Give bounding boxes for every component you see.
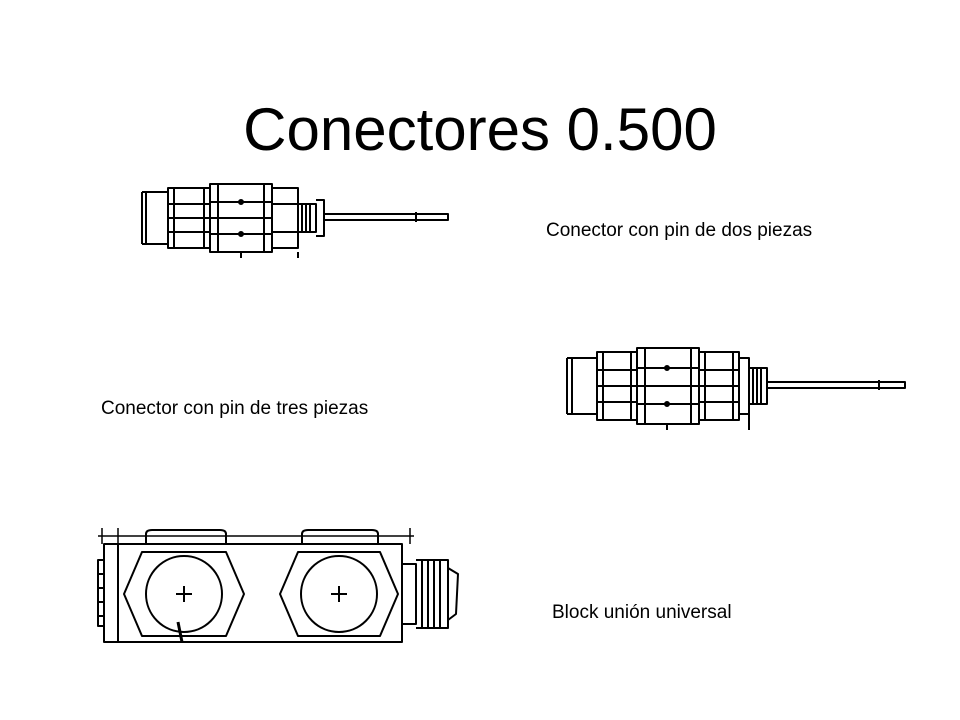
slide-title: Conectores 0.500 [243, 96, 717, 164]
caption-three-piece: Conector con pin de tres piezas [101, 398, 369, 419]
union-block-drawing [96, 518, 468, 648]
caption-block: Block unión universal [552, 602, 732, 623]
caption-two-piece: Conector con pin de dos piezas [546, 220, 813, 241]
connector-two-piece-drawing [138, 178, 452, 260]
connector-three-piece-drawing [563, 340, 909, 432]
